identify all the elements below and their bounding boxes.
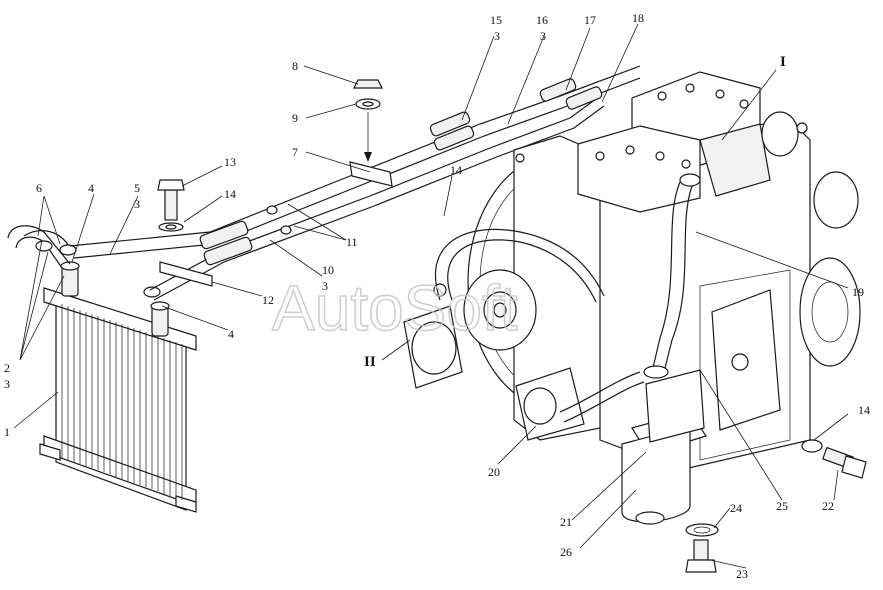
- callout-20: 20: [488, 465, 500, 479]
- callout-19: 19: [852, 285, 864, 299]
- callout-18: 18: [632, 11, 644, 25]
- callout-14-hose: 14: [450, 163, 462, 177]
- callout-4-bottom: 4: [228, 327, 234, 341]
- drain-plug: [685, 523, 719, 573]
- callout-8: 8: [292, 59, 298, 73]
- tube-clamp: [349, 79, 393, 187]
- callout-9: 9: [292, 111, 298, 125]
- callout-21: 21: [560, 515, 572, 529]
- callout-numbers: 1 2 3 4 4 5 3 6 7 8 9 10 3 11 12 13 14 1…: [4, 11, 870, 581]
- oil-cooler-radiator: [39, 287, 197, 513]
- callout-1: 1: [4, 425, 10, 439]
- oil-filter: [621, 369, 707, 525]
- callout-10: 10: [322, 263, 334, 277]
- callout-25: 25: [776, 499, 788, 513]
- callout-13: 13: [224, 155, 236, 169]
- radiator-fittings: [7, 225, 170, 337]
- callout-16: 16: [536, 13, 548, 27]
- watermark-text: AutoSoft: [272, 272, 518, 344]
- callout-2: 2: [4, 361, 10, 375]
- callout-5-3: 3: [134, 197, 140, 211]
- callout-10-3: 3: [322, 279, 328, 293]
- view-label-1: I: [780, 54, 786, 70]
- callout-2-3: 3: [4, 377, 10, 391]
- callout-6: 6: [36, 181, 42, 195]
- tube-couplings: [199, 78, 603, 266]
- callout-14-bracket: 14: [224, 187, 236, 201]
- transmission-hoses: [434, 173, 701, 423]
- callout-14-washer: 14: [858, 403, 870, 417]
- callout-11: 11: [346, 235, 358, 249]
- view-label-2: II: [364, 354, 376, 370]
- callout-7: 7: [292, 145, 298, 159]
- callout-5: 5: [134, 181, 140, 195]
- leader-lines: [13, 23, 849, 569]
- callout-16-3: 3: [540, 29, 546, 43]
- callout-26: 26: [560, 545, 572, 559]
- callout-23: 23: [736, 567, 748, 581]
- callout-22: 22: [822, 499, 834, 513]
- callout-24: 24: [730, 501, 742, 515]
- radiator-fins: [61, 304, 183, 500]
- hydraulic-pump: [403, 269, 585, 441]
- callout-4-top: 4: [88, 181, 94, 195]
- callout-15: 15: [490, 13, 502, 27]
- callout-12: 12: [262, 293, 274, 307]
- callout-17: 17: [584, 13, 596, 27]
- transmission-housing: [467, 71, 861, 471]
- tube-bracket: [157, 179, 213, 287]
- mounting-bolt: [801, 439, 867, 479]
- callout-15-3: 3: [494, 29, 500, 43]
